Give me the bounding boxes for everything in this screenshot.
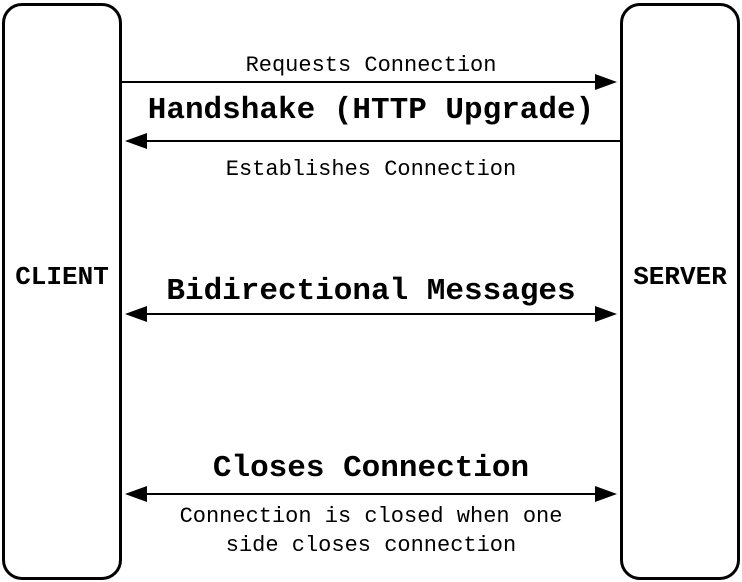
arrowhead-left [125,486,147,502]
server-actor-box: SERVER [620,3,740,580]
arrow-shaft [147,493,595,495]
client-label: CLIENT [15,262,109,292]
bidirectional-messages-title: Bidirectional Messages [166,274,576,309]
establishes-connection-label: Establishes Connection [225,157,517,182]
client-actor-box: CLIENT [2,3,122,580]
arrow-shaft [122,81,595,83]
closes-connection-title: Closes Connection [212,451,530,486]
establishes-connection-arrow [122,133,620,149]
requests-connection-arrow [122,74,620,90]
arrowhead-left [125,133,147,149]
arrowhead-right [595,306,617,322]
server-label: SERVER [633,262,727,292]
arrowhead-left [125,306,147,322]
closes-connection-arrow [122,486,620,502]
bidirectional-arrow [122,306,620,322]
close-note-line1: Connection is closed when one [179,504,563,529]
arrow-shaft [147,313,595,315]
requests-connection-label: Requests Connection [245,53,497,78]
arrowhead-right [595,74,617,90]
arrow-shaft [147,140,620,142]
close-note-line2: side closes connection [225,533,517,558]
handshake-title: Handshake (HTTP Upgrade) [147,93,595,128]
arrowhead-right [595,486,617,502]
